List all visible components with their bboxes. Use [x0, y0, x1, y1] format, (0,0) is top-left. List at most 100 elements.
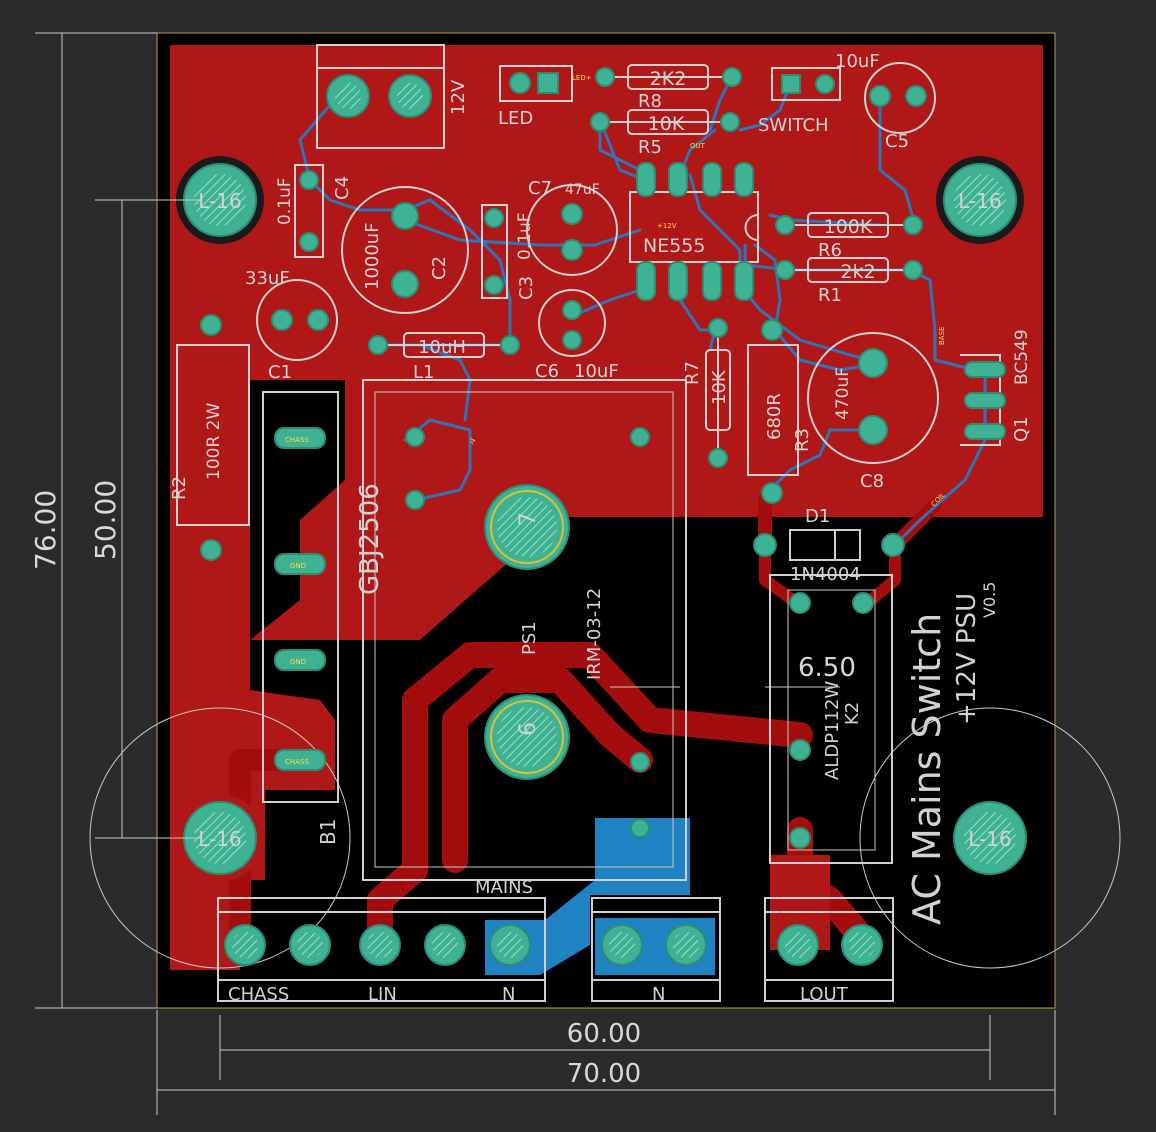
dimension-text: 60.00	[567, 1019, 641, 1049]
psu-value: IRM-03-12	[584, 588, 605, 680]
relay-k2[interactable]: ALDP112W K2	[769, 574, 893, 864]
terminal-n-2[interactable]: N	[591, 897, 721, 1005]
psu-hole-label: 6	[516, 722, 541, 736]
c6-value: 10uF	[574, 361, 619, 382]
net-ic-12v: +12V	[657, 222, 677, 230]
c8-value: 470uF	[833, 367, 853, 420]
terminal-12v-label: 12V	[448, 79, 469, 115]
copper-pour-bridge	[250, 480, 345, 640]
terminal-mains-5[interactable]: MAINS CHASS LIN N	[217, 877, 546, 1005]
c4-value: 0.1uF	[275, 177, 295, 225]
bridge-b1[interactable]: CHASS GND GND CHASS GBJ2506 B1	[262, 391, 385, 845]
r8-value: 2K2	[650, 68, 687, 90]
capacitor-c8[interactable]: 470uF C8	[807, 332, 939, 492]
dimension-width-inner: 60.00	[219, 1015, 991, 1080]
capacitor-c2[interactable]: 1000uF C2	[341, 186, 469, 314]
dimension-width-outer: 70.00	[156, 1010, 1056, 1115]
resistor-r3[interactable]: 680R R3	[747, 319, 813, 504]
c5-name: C5	[885, 131, 909, 152]
ic-ne555[interactable]: NE555 +12V OUT	[629, 142, 759, 301]
mounting-hole-br: L-16	[859, 707, 1121, 969]
r6-name: R6	[818, 240, 842, 261]
r1-name: R1	[818, 285, 842, 306]
r8-name: R8	[638, 91, 662, 112]
capacitor-c6[interactable]: C6 10uF	[535, 289, 619, 382]
r2-value: 100R 2W	[204, 403, 224, 480]
relay-spacing-text: 6.50	[798, 653, 856, 683]
copper-pour-top	[170, 45, 1043, 640]
inductor-l1[interactable]: 10uH L1	[368, 332, 520, 383]
dimension-height-outer: 76.00	[29, 32, 157, 1009]
c2-value: 1000uF	[362, 222, 383, 290]
mounting-hole-label: L-16	[968, 827, 1011, 851]
led[interactable]: LED LED+	[498, 65, 592, 129]
ic-name: NE555	[643, 235, 705, 257]
l1-value: 10uH	[418, 337, 466, 358]
terminal-12v[interactable]: 12V	[316, 44, 469, 149]
r7-name: R7	[682, 361, 703, 385]
trace-mains-a	[442, 667, 653, 873]
mounting-hole-bl: L-16	[89, 707, 351, 969]
terminal-chass-label: CHASS	[228, 984, 289, 1005]
r1-value: 2k2	[840, 261, 875, 283]
c1-name: C1	[268, 362, 292, 383]
psu-hole-label: 7	[516, 512, 541, 526]
c2-name: C2	[429, 256, 450, 280]
net-led-plus: LED+	[572, 74, 592, 82]
resistor-r5[interactable]: 10K R5	[590, 109, 740, 158]
switch-header[interactable]: SWITCH	[758, 67, 841, 136]
mounting-hole-label: L-16	[958, 189, 1001, 213]
copper-bottom-n	[485, 818, 690, 975]
board-subtitle: +12V PSU	[952, 593, 982, 725]
d1-name: D1	[805, 506, 830, 527]
r6-value: 100K	[824, 216, 873, 238]
terminal-n2-label: N	[652, 984, 665, 1005]
c8-name: C8	[860, 471, 884, 492]
transistor-q1[interactable]: BC549 Q1 BASE	[938, 327, 1032, 446]
mains-label: MAINS	[475, 877, 533, 898]
bridge-pin-label: CHASS	[285, 758, 309, 766]
mounting-hole-tr: L-16	[936, 156, 1024, 244]
bridge-pin-label: GND	[290, 658, 306, 666]
r2-name: R2	[169, 476, 190, 500]
dimension-text: 70.00	[567, 1059, 641, 1089]
r5-value: 10K	[648, 113, 685, 135]
mounting-hole-tl: L-16	[176, 156, 264, 244]
relay-dimension: 6.50	[610, 653, 856, 688]
capacitor-c4[interactable]: 0.1uF C4	[275, 164, 353, 258]
r3-name: R3	[792, 428, 813, 452]
c3-name: C3	[516, 276, 537, 300]
resistor-r1[interactable]: 2k2 R1	[775, 257, 923, 306]
q1-name: Q1	[1011, 416, 1032, 442]
net-base: BASE	[938, 327, 946, 345]
capacitor-c5[interactable]: 10uF C5	[835, 51, 936, 152]
c4-name: C4	[332, 176, 353, 200]
l1-name: L1	[413, 362, 434, 383]
bridge-pin-label: GND	[290, 562, 306, 570]
bridge-name: B1	[316, 819, 340, 845]
net-vminus: -V	[469, 438, 477, 445]
board-title: AC Mains Switch	[905, 613, 949, 925]
r5-name: R5	[638, 137, 662, 158]
capacitor-c7[interactable]: C7 47uF	[526, 178, 618, 276]
board-version: V0.5	[980, 582, 999, 618]
terminal-lout[interactable]: LOUT	[764, 897, 894, 1005]
dimension-height-inner: 50.00	[89, 199, 200, 839]
psu-name: PS1	[519, 621, 540, 655]
q1-value: BC549	[1012, 329, 1032, 385]
r3-value: 680R	[764, 393, 785, 440]
resistor-r7[interactable]: 10K R7	[682, 318, 731, 468]
psu-ps1[interactable]: 7 6 PS1 IRM-03-12 -V	[362, 379, 687, 881]
dimension-text: 76.00	[29, 490, 62, 570]
terminal-lout-label: LOUT	[800, 984, 849, 1005]
r7-value: 10K	[709, 369, 730, 405]
resistor-r2[interactable]: 100R 2W R2	[169, 314, 250, 561]
trace-lin	[367, 642, 813, 958]
resistor-r6[interactable]: 100K R6	[775, 212, 923, 261]
terminal-lin-label: LIN	[368, 984, 397, 1005]
terminal-n1-label: N	[502, 984, 515, 1005]
resistor-r8[interactable]: 2K2 R8	[595, 64, 742, 112]
capacitor-c1[interactable]: 33uF C1	[245, 268, 338, 383]
switch-label: SWITCH	[758, 115, 829, 136]
